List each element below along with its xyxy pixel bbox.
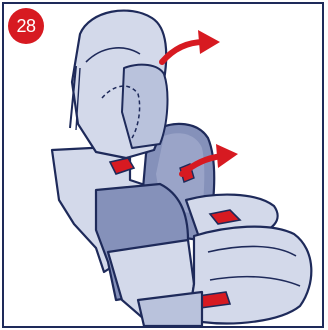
- headrest-wing: [122, 65, 167, 148]
- instruction-frame: 28: [2, 2, 324, 328]
- headrest-extend-arrow-icon: [162, 42, 204, 62]
- car-seat-illustration: [4, 4, 324, 328]
- headrest-extend-arrowhead: [198, 30, 220, 54]
- backrest-extend-arrowhead: [216, 144, 238, 168]
- seat-cushion: [188, 227, 311, 324]
